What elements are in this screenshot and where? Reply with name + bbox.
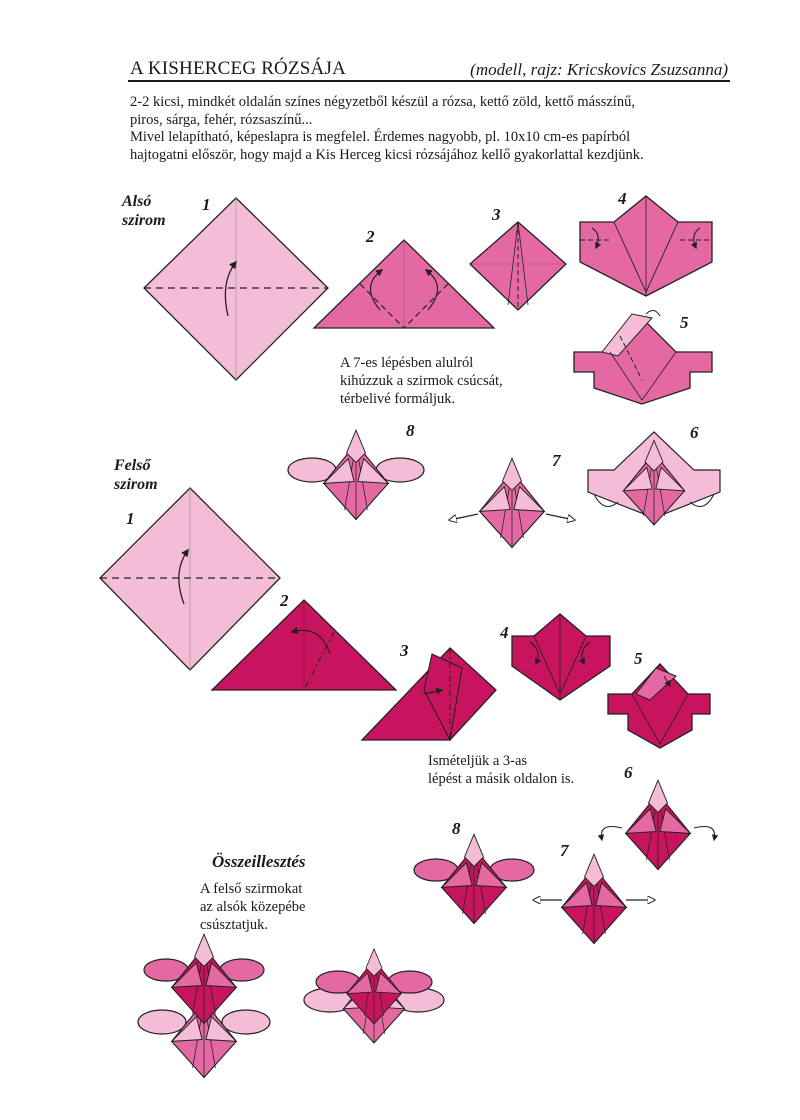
upper-step-8-number: 8 xyxy=(452,819,461,838)
upper-step-6-fold xyxy=(597,779,719,871)
note-step7: A 7-es lépésben alulról kihúzzuk a szirm… xyxy=(340,355,503,407)
section-label-assembly: Összeillesztés xyxy=(212,852,306,871)
upper-step-1-square xyxy=(99,487,281,671)
author-credit: (modell, rajz: Kricskovics Zsuzsanna) xyxy=(470,60,728,79)
lower-step-2-number: 2 xyxy=(365,227,375,246)
lower-step-5-fold xyxy=(573,310,713,405)
intro-line: hajtogatni először, hogy majd a Kis Herc… xyxy=(130,146,644,163)
lower-step-8-shape xyxy=(287,429,425,521)
upper-step-3-number: 3 xyxy=(399,641,409,660)
upper-step-4-fold xyxy=(511,613,611,701)
upper-step-3-triangle xyxy=(360,647,497,742)
lower-step-3-kite xyxy=(469,221,567,311)
lower-step-4-fold xyxy=(579,195,713,297)
upper-step-2-triangle xyxy=(210,599,398,691)
section-label-upper-petal: Felső szirom xyxy=(114,457,158,493)
upper-step-7-number: 7 xyxy=(560,841,570,860)
upper-step-5-number: 5 xyxy=(634,649,643,668)
lower-step-5-number: 5 xyxy=(680,313,689,332)
lower-step-1-square xyxy=(143,197,329,381)
upper-step-6-number: 6 xyxy=(624,763,633,782)
lower-step-1-number: 1 xyxy=(202,195,211,214)
lower-step-4-number: 4 xyxy=(617,189,627,208)
upper-step-2-number: 2 xyxy=(279,591,289,610)
intro-line: piros, sárga, fehér, rózsaszínű... xyxy=(130,111,313,128)
upper-step-8-shape xyxy=(413,833,535,925)
intro-line: Mivel lelapítható, képeslapra is megfele… xyxy=(130,129,631,145)
lower-step-8-number: 8 xyxy=(406,421,415,440)
lower-step-2-triangle xyxy=(312,239,496,329)
lower-step-6-fold xyxy=(587,431,721,526)
note-repeat-step3: Ismételjük a 3-as lépést a másik oldalon… xyxy=(428,753,575,787)
lower-step-7-number: 7 xyxy=(552,451,562,470)
assembly-left-rose xyxy=(137,933,271,1079)
intro-line: 2-2 kicsi, mindkét oldalán színes négyze… xyxy=(130,94,635,110)
section-label-lower-petal: Alsó szirom xyxy=(122,193,166,229)
lower-step-6-number: 6 xyxy=(690,423,699,442)
upper-step-7-shape xyxy=(534,853,654,945)
page-title: A KISHERCEG RÓZSÁJA xyxy=(130,58,346,79)
title-rule xyxy=(128,80,730,82)
assembly-right-rose xyxy=(303,948,445,1044)
upper-step-1-number: 1 xyxy=(126,509,135,528)
intro-text: 2-2 kicsi, mindkét oldalán színes négyze… xyxy=(130,94,740,164)
note-assembly: A felső szirmokat az alsók közepébe csús… xyxy=(200,881,306,933)
lower-step-3-number: 3 xyxy=(491,205,501,224)
upper-step-5-fold xyxy=(607,663,711,749)
lower-step-7-shape xyxy=(450,457,574,549)
upper-step-4-number: 4 xyxy=(499,623,509,642)
